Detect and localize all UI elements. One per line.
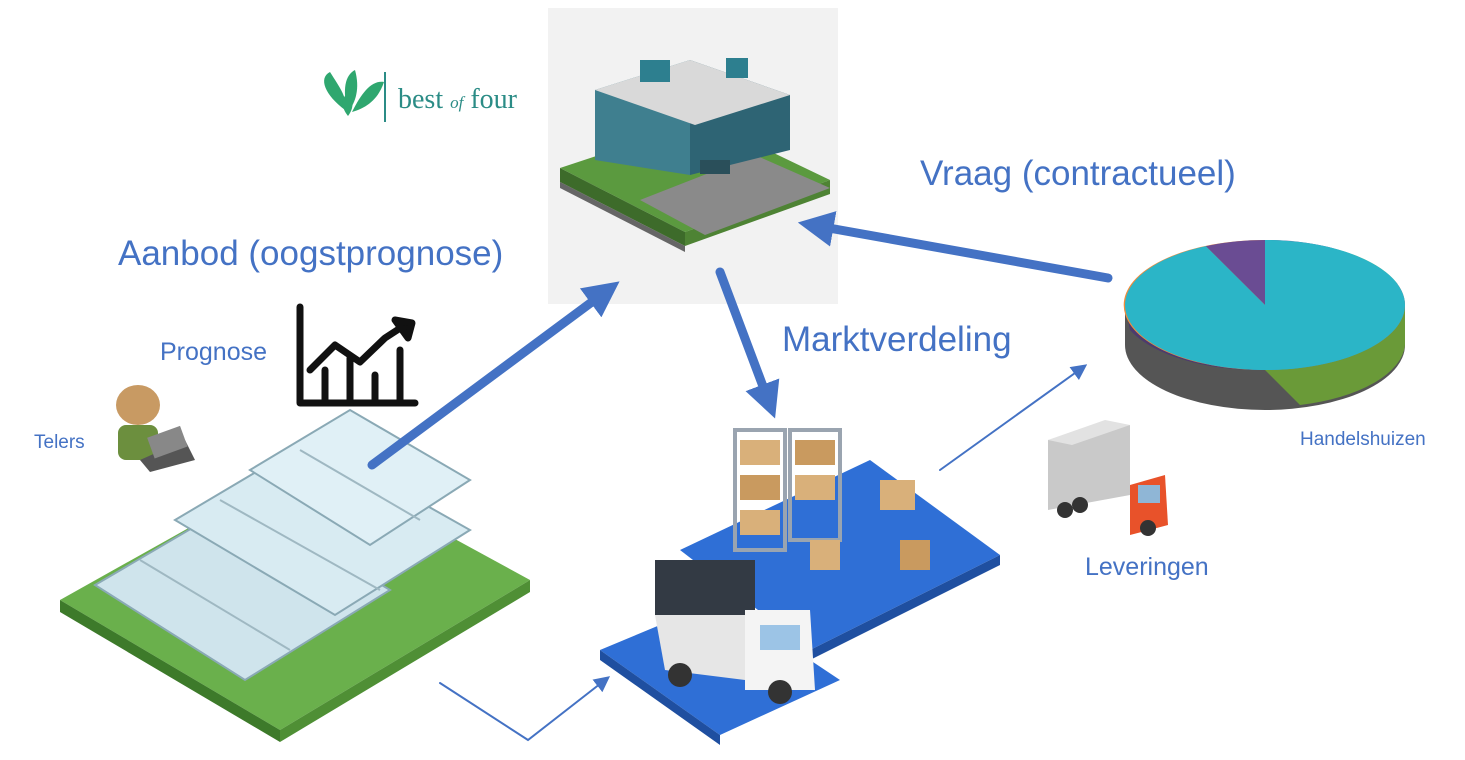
delivery-truck-icon — [1048, 420, 1168, 536]
greenhouse-icon — [60, 408, 530, 742]
logo-text: best of four — [398, 84, 517, 116]
logo-word-best: best — [398, 84, 444, 115]
pie-chart-icon — [1123, 239, 1406, 410]
arrow-vraag — [797, 211, 1113, 283]
label-prognose: Prognose — [160, 338, 268, 366]
office-building-icon — [548, 8, 838, 304]
label-marktverdeling: Marktverdeling — [782, 320, 1012, 359]
flow-arrows — [367, 211, 1113, 742]
farmer-laptop-icon — [116, 385, 195, 472]
arrow-levering-handelshuizen — [939, 364, 1088, 471]
arrow-teler-distributie — [439, 676, 611, 742]
warehouse-icon — [600, 428, 1000, 745]
pie-slice — [1125, 239, 1406, 370]
growth-chart-icon — [296, 303, 419, 407]
logo-leaf-icon — [324, 70, 384, 116]
label-vraag: Vraag (contractueel) — [920, 154, 1236, 193]
arrow-aanbod — [367, 281, 620, 470]
logo-word-four: four — [470, 84, 517, 115]
logo-word-of: of — [450, 93, 464, 112]
label-aanbod: Aanbod (oogstprognose) — [118, 234, 504, 273]
label-telers: Telers — [34, 432, 85, 453]
label-handelshuizen: Handelshuizen — [1300, 429, 1426, 450]
arrow-marktverdeling — [715, 267, 780, 419]
label-leveringen: Leveringen — [1085, 553, 1209, 581]
